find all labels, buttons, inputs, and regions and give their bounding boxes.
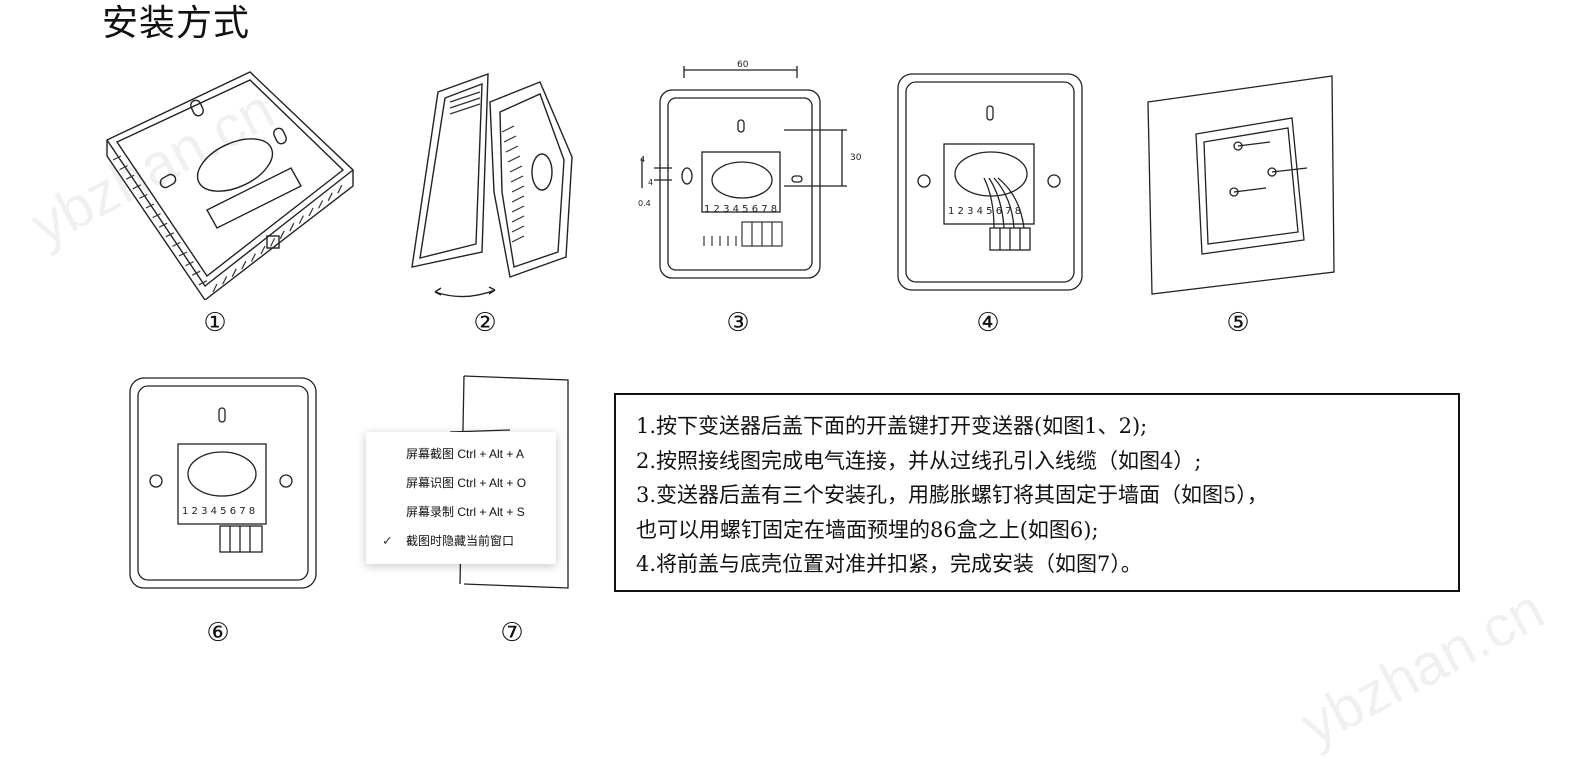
terminal-numbers: 1 2 3 4 5 6 7 8 [704, 204, 777, 215]
menu-item-screenshot[interactable]: 屏幕截图 Ctrl + Alt + A [366, 441, 556, 467]
figure-6-number: ⑥ [206, 618, 230, 648]
instruction-line-4: 也可以用螺钉固定在墙面预埋的86盒之上(如图6); [636, 517, 1099, 542]
vent-slot [289, 222, 295, 232]
vent-slot [337, 184, 343, 194]
figure-5-number: ⑤ [1226, 308, 1250, 338]
figure-2-number: ② [473, 308, 497, 338]
vent-slot [231, 268, 237, 278]
page-title: 安装方式 [102, 3, 251, 44]
vent-slot [279, 230, 285, 240]
vent-slot [185, 261, 194, 267]
vent-slot [198, 280, 208, 286]
figure-6-86-box: 1 2 3 4 5 6 7 8 [126, 374, 326, 594]
menu-item-screen-ocr[interactable]: 屏幕识图 Ctrl + Alt + O [366, 470, 556, 496]
vent-slot [241, 260, 247, 270]
dim-small-a: 4 [640, 155, 645, 164]
vent-slot [298, 215, 304, 224]
instruction-line-5: 4.将前盖与底壳位置对准并扣紧，完成安装（如图7）。 [636, 552, 1142, 576]
terminal-numbers: 1 2 3 4 5 6 7 8 [182, 506, 255, 517]
vent-slot [119, 165, 128, 171]
vent-slot [222, 276, 228, 285]
menu-item-screenshot-label: 屏幕截图 Ctrl + Alt + A [406, 447, 525, 461]
vent-slot [139, 193, 148, 199]
vent-slot [327, 192, 333, 202]
screenshot-context-menu: 屏幕截图 Ctrl + Alt + A 屏幕识图 Ctrl + Alt + O … [366, 432, 556, 564]
instruction-line-1: 1.按下变送器后盖下面的开盖键打开变送器(如图1、2); [636, 414, 1148, 438]
vent-slot [165, 232, 175, 238]
figure-7-number: ⑦ [500, 618, 524, 648]
figure-1-back-cover [95, 60, 365, 300]
figure-4-wiring: 1 2 3 4 5 6 7 8 [894, 68, 1094, 298]
vent-slot [270, 238, 276, 247]
vent-slot [125, 174, 135, 180]
menu-item-screen-record-label: 屏幕录制 Ctrl + Alt + S [406, 505, 525, 519]
dim-height-label: 30 [850, 153, 862, 163]
figure-3-dimensions: 60 30 4 4 0.4 1 2 3 4 5 6 7 8 [632, 58, 862, 288]
vent-slot [191, 270, 201, 276]
vent-slot [158, 222, 168, 228]
vent-slot [152, 213, 161, 219]
vent-slot [172, 241, 181, 247]
vent-slot [250, 253, 256, 262]
dim-small-b: 4 [648, 178, 653, 187]
watermark: ybzhan.cn [1290, 576, 1555, 759]
vent-slot [308, 207, 314, 217]
vent-slot [178, 251, 188, 257]
figure-1-number: ① [203, 308, 227, 338]
figure-5-wall-mount [1142, 72, 1342, 297]
instruction-line-2: 2.按照接线图完成电气连接，并从过线孔引入线缆（如图4）; [636, 448, 1202, 473]
vent-slot [145, 203, 155, 209]
menu-item-hide-window-label: 截图时隐藏当前窗口 [406, 534, 515, 548]
vent-slot [318, 200, 324, 209]
vent-slot [112, 155, 122, 161]
menu-item-screen-ocr-label: 屏幕识图 Ctrl + Alt + O [406, 476, 527, 490]
figure-4-number: ④ [976, 308, 1000, 338]
instruction-line-3: 3.变送器后盖有三个安装孔，用膨胀螺钉将其固定于墙面（如图5）， [636, 483, 1268, 507]
vent-slot [212, 283, 218, 293]
vent-slot [260, 245, 266, 255]
instructions-box: 1.按下变送器后盖下面的开盖键打开变送器(如图1、2); 2.按照接线图完成电气… [614, 393, 1460, 592]
dim-small-c: 0.4 [638, 199, 651, 208]
terminal-numbers: 1 2 3 4 5 6 7 8 [948, 206, 1021, 217]
dim-width-label: 60 [737, 60, 749, 70]
figure-3-number: ③ [726, 308, 750, 338]
menu-item-hide-window[interactable]: ✓ 截图时隐藏当前窗口 [366, 528, 556, 554]
menu-item-screen-record[interactable]: 屏幕录制 Ctrl + Alt + S [366, 499, 556, 525]
checkmark-icon: ✓ [382, 533, 393, 548]
vent-slot [132, 184, 142, 190]
figure-2-opening [390, 62, 590, 302]
